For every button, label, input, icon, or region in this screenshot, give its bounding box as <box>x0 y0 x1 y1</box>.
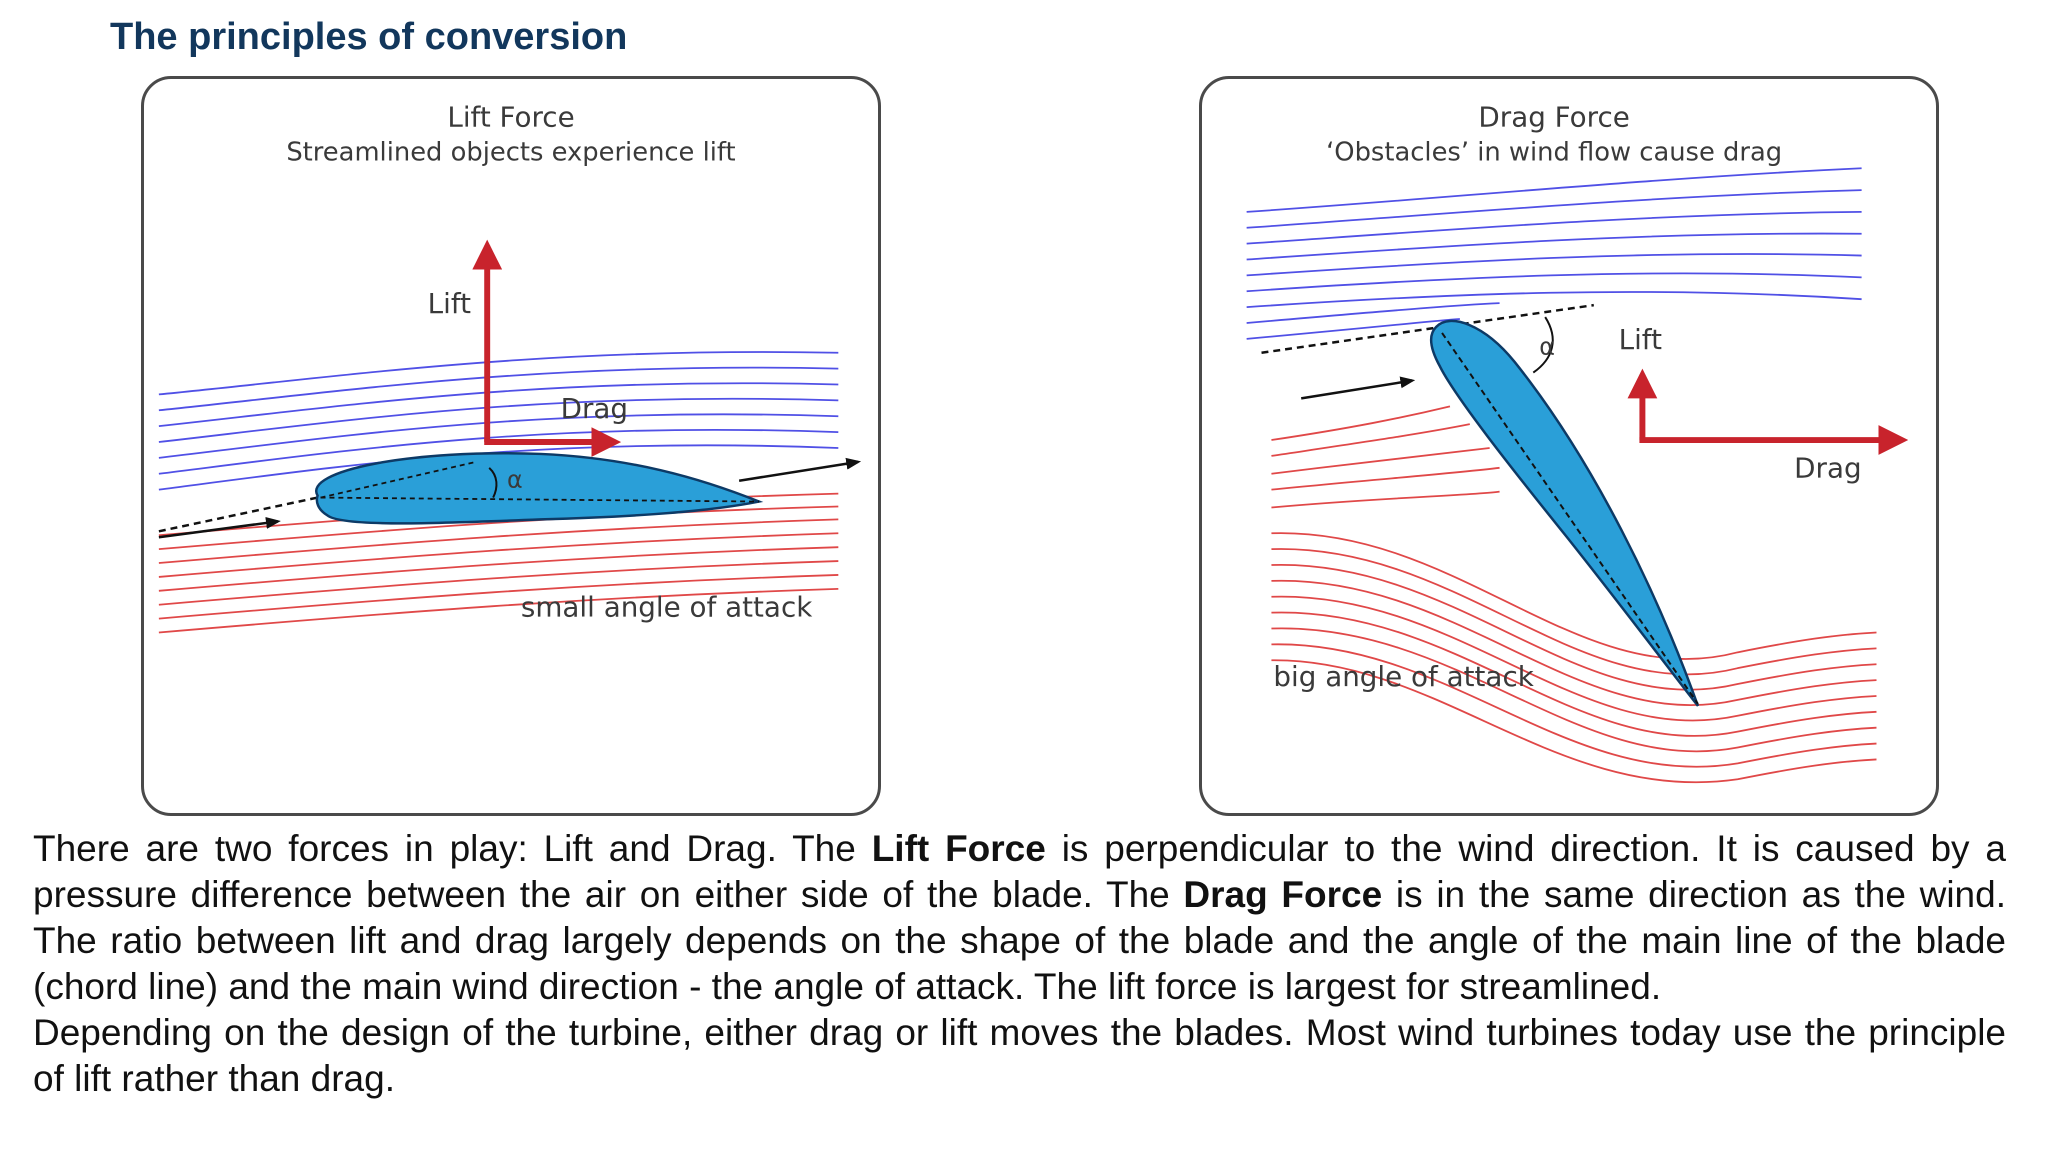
lift-force-term: Lift Force <box>871 828 1046 869</box>
drag-force-term: Drag Force <box>1183 874 1383 915</box>
blade-profile <box>1430 319 1700 707</box>
angle-of-attack-arc <box>1532 316 1554 374</box>
lift-force-diagram: Lift Force Streamlined objects experienc… <box>158 101 862 634</box>
paragraph-forces: There are two forces in play: Lift and D… <box>33 826 2006 1010</box>
incoming-wind-arrow <box>158 517 281 539</box>
angle-of-attack-symbol: α <box>1539 333 1555 361</box>
paragraph-design: Depending on the design of the turbine, … <box>33 1012 2006 1099</box>
lower-streamlines <box>158 492 839 634</box>
outgoing-wind-arrow <box>738 457 862 482</box>
chord-line <box>1441 332 1699 705</box>
wind-direction-line <box>1261 303 1594 354</box>
lift-arrow-label: Lift <box>428 287 471 320</box>
page-title: The principles of conversion <box>110 16 628 58</box>
incoming-wind-arrow <box>1300 376 1416 400</box>
chord-line <box>320 496 759 503</box>
drag-force-diagram: Drag Force ‘Obstacles’ in wind flow caus… <box>1246 101 1909 784</box>
angle-of-attack-arc <box>488 467 498 499</box>
lift-panel-caption: small angle of attack <box>521 591 812 624</box>
drag-panel-subheading: ‘Obstacles’ in wind flow cause drag <box>1326 137 1782 167</box>
wind-direction-line <box>158 496 318 533</box>
paragraph-segment: is in the same direction as the wind. Th… <box>33 874 2006 1007</box>
drag-force-panel: Drag Force ‘Obstacles’ in wind flow caus… <box>1199 76 1939 816</box>
lift-arrow-label: Lift <box>1619 323 1662 356</box>
drag-panel-caption: big angle of attack <box>1273 660 1533 693</box>
upper-streamlines <box>158 351 839 491</box>
lift-force-panel: Lift Force Streamlined objects experienc… <box>141 76 881 816</box>
upper-streamlines <box>1246 167 1862 340</box>
airfoil-blade <box>315 452 764 525</box>
angle-of-attack-symbol: α <box>507 466 523 494</box>
drag-panel-heading: Drag Force <box>1478 101 1629 134</box>
lift-panel-heading: Lift Force <box>447 101 574 134</box>
paragraph-segment: is perpendicular to the wind direction. … <box>33 828 2006 915</box>
drag-arrow-label: Drag <box>561 392 628 425</box>
lower-streamlines <box>1271 405 1877 784</box>
drag-arrow-label: Drag <box>1794 452 1861 485</box>
explanation-text: There are two forces in play: Lift and D… <box>33 826 2006 1102</box>
paragraph-segment: There are two forces in play: Lift and D… <box>33 828 872 869</box>
lift-panel-subheading: Streamlined objects experience lift <box>286 137 735 167</box>
